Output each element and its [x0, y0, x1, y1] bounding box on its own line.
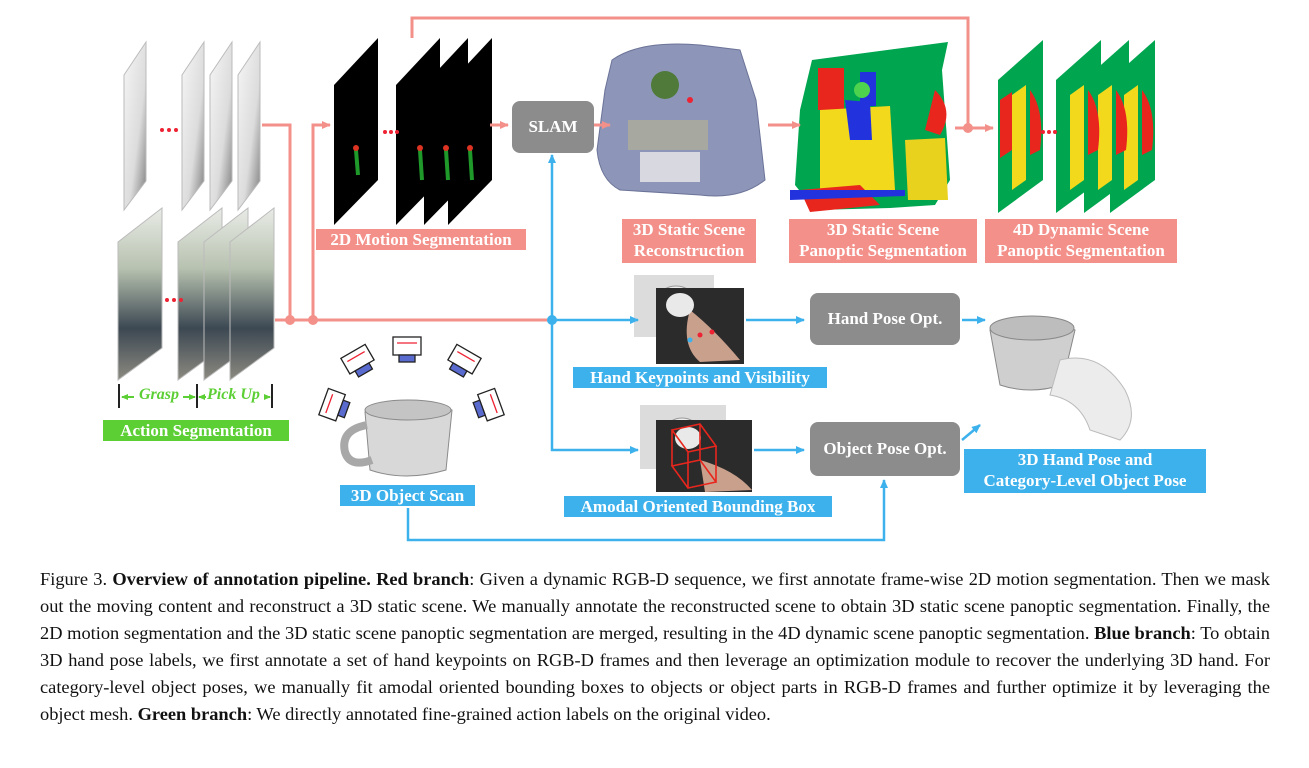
- pickup-label: Pick Up: [207, 386, 260, 403]
- static-reconstruction-label: 3D Static Scene Reconstruction: [622, 219, 756, 263]
- result-hand-mug: [989, 315, 1132, 441]
- caption-title: Overview of annotation pipeline.: [112, 569, 371, 589]
- static-reconstruction: [596, 43, 766, 197]
- caption-red-head: Red branch: [376, 569, 470, 589]
- rgb-frames: [117, 206, 275, 381]
- dynamic-panoptic-label-line1: 4D Dynamic Scene: [1013, 220, 1149, 239]
- caption-fig-number: Figure 3.: [40, 569, 108, 589]
- grasp-label: Grasp: [139, 386, 180, 403]
- red-branch-lines: [262, 16, 994, 325]
- motion-segmentation-label: 2D Motion Segmentation: [316, 229, 526, 250]
- static-reconstruction-label-line2: Reconstruction: [633, 241, 745, 260]
- result-label: 3D Hand Pose and Category-Level Object P…: [964, 449, 1206, 493]
- amodal-bbox-images: [640, 405, 752, 492]
- static-panoptic-label: 3D Static Scene Panoptic Segmentation: [789, 219, 977, 263]
- caption-green-text: : We directly annotated fine-grained act…: [247, 704, 771, 724]
- blue-branch-lines: [406, 154, 986, 542]
- caption-green-head: Green branch: [137, 704, 248, 724]
- object-pose-opt-box: Object Pose Opt.: [810, 422, 960, 476]
- hand-keypoint-images: [634, 275, 744, 364]
- depth-frames: [123, 40, 261, 212]
- motion-seg-frames: [334, 38, 492, 225]
- result-label-line1: 3D Hand Pose and: [1017, 450, 1153, 469]
- hand-pose-opt-box: Hand Pose Opt.: [810, 293, 960, 345]
- action-segmentation-label: Action Segmentation: [103, 420, 289, 441]
- amodal-bbox-label: Amodal Oriented Bounding Box: [564, 496, 832, 517]
- dynamic-panoptic-frames: [998, 40, 1155, 213]
- static-panoptic: [790, 42, 950, 212]
- action-interval-lines: [118, 384, 273, 408]
- result-label-line2: Category-Level Object Pose: [983, 471, 1187, 490]
- caption-blue-head: Blue branch: [1094, 623, 1191, 643]
- object-scan-label: 3D Object Scan: [340, 485, 475, 506]
- caption-blue-text: : To obtain 3D hand pose labels, we firs…: [40, 623, 1270, 724]
- caption-red-text: : Given a dynamic RGB-D sequence, we fir…: [40, 569, 1270, 643]
- dynamic-panoptic-label: 4D Dynamic Scene Panoptic Segmentation: [985, 219, 1177, 263]
- static-panoptic-label-line2: Panoptic Segmentation: [799, 241, 967, 260]
- pipeline-drawing: [117, 16, 1155, 542]
- static-reconstruction-label-line1: 3D Static Scene: [632, 220, 746, 239]
- figure-caption: Figure 3. Overview of annotation pipelin…: [40, 566, 1270, 728]
- scan-cameras: [317, 336, 506, 422]
- static-panoptic-label-line1: 3D Static Scene: [826, 220, 940, 239]
- hand-keypoints-label: Hand Keypoints and Visibility: [573, 367, 827, 388]
- scanned-mug: [340, 399, 453, 477]
- pipeline-figure: 2D Motion Segmentation SLAM 3D Static Sc…: [103, 16, 1206, 542]
- slam-box: SLAM: [512, 101, 594, 153]
- dynamic-panoptic-label-line2: Panoptic Segmentation: [997, 241, 1165, 260]
